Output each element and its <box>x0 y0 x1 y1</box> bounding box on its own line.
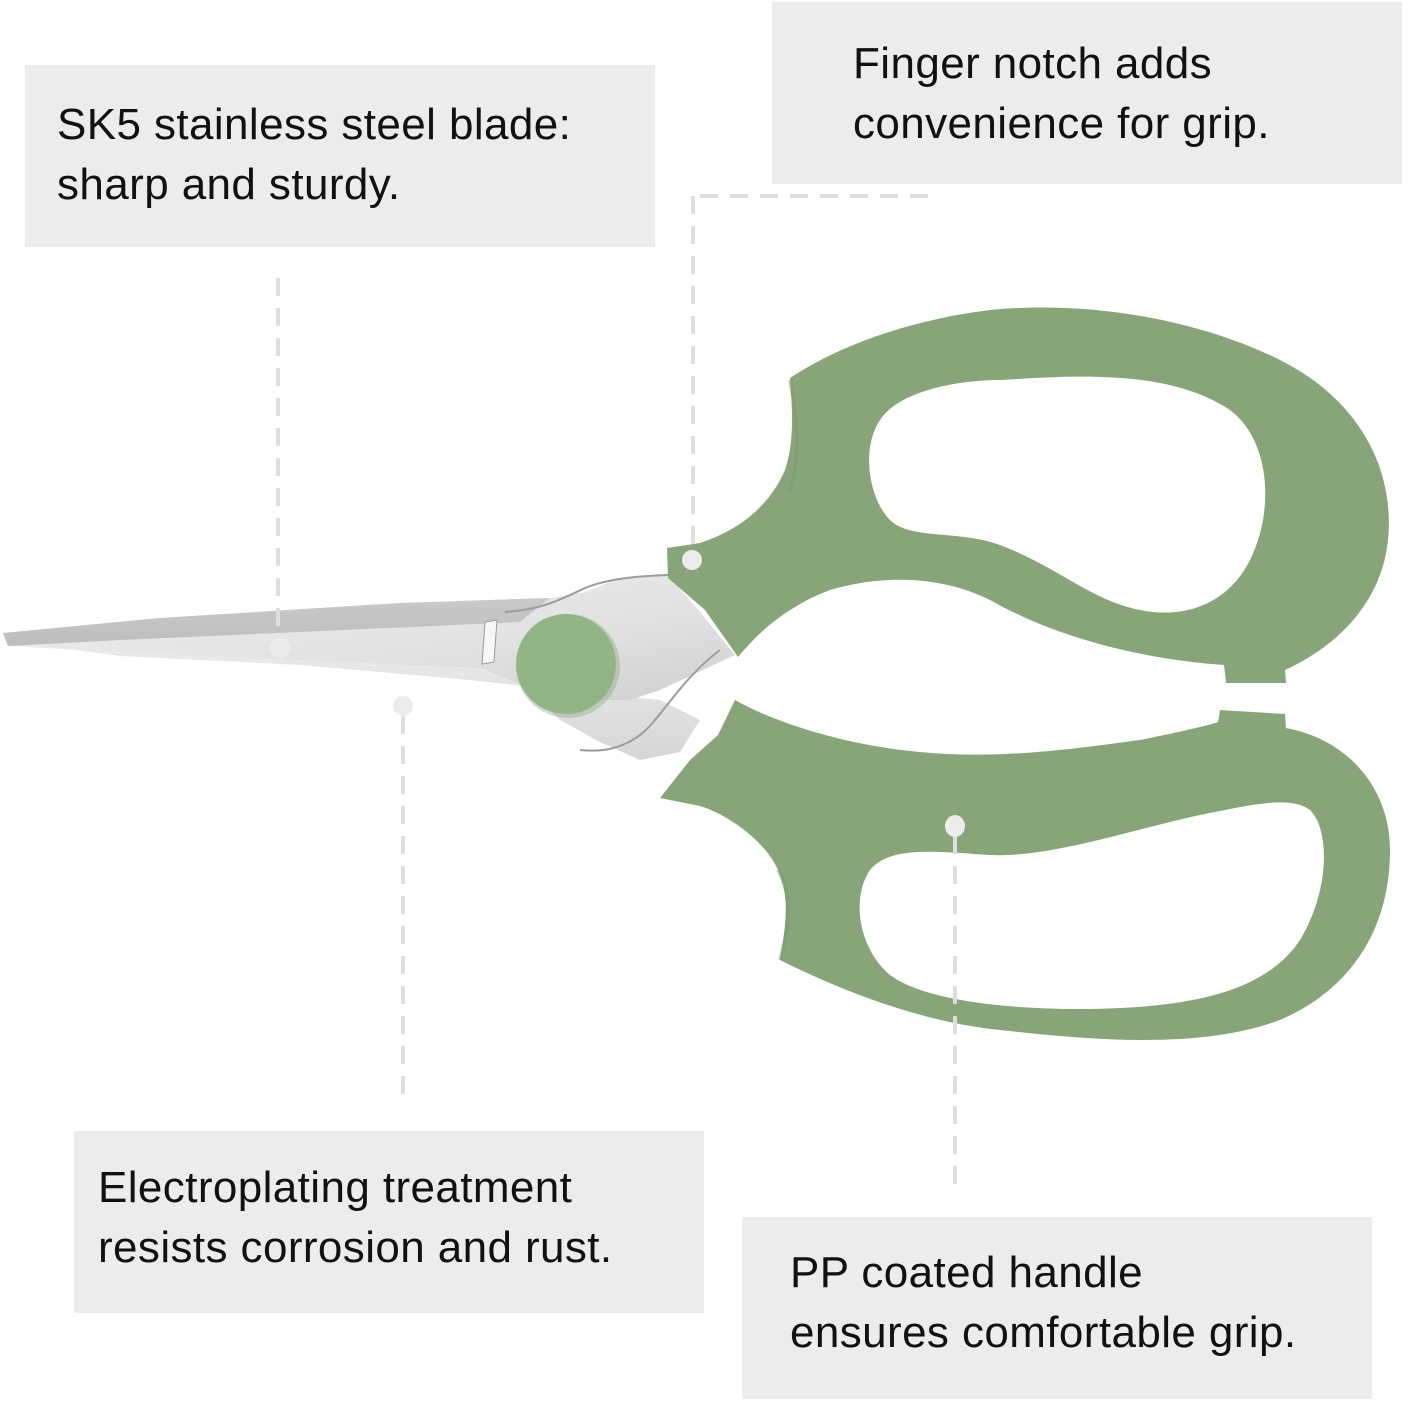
leader-lines <box>276 194 957 1195</box>
anchor-dot-electroplating <box>393 696 413 716</box>
callout-blade-line-2: sharp and sturdy. <box>57 160 401 209</box>
callout-finger-notch: Finger notch adds convenience for grip. <box>772 2 1402 184</box>
callout-electroplating-line-1: Electroplating treatment <box>98 1163 573 1212</box>
anchor-dot-handle <box>945 815 965 837</box>
callout-electroplating-line-2: resists corrosion and rust. <box>98 1223 613 1272</box>
callout-handle-line-1: PP coated handle <box>790 1248 1143 1297</box>
callout-finger-notch-line-1: Finger notch adds <box>853 39 1213 88</box>
anchor-dots <box>270 550 965 837</box>
callout-handle: PP coated handle ensures comfortable gri… <box>742 1217 1372 1399</box>
anchor-dot-blade <box>270 638 290 658</box>
callout-blade: SK5 stainless steel blade: sharp and stu… <box>25 65 655 247</box>
callout-electroplating: Electroplating treatment resists corrosi… <box>74 1131 704 1313</box>
lower-handle <box>660 700 1390 1040</box>
pivot-screw <box>516 614 620 718</box>
callout-blade-line-1: SK5 stainless steel blade: <box>57 100 572 149</box>
anchor-dot-finger-notch <box>682 550 702 570</box>
callout-handle-line-2: ensures comfortable grip. <box>790 1308 1297 1357</box>
upper-handle <box>667 307 1389 683</box>
callout-finger-notch-line-2: convenience for grip. <box>853 99 1270 148</box>
